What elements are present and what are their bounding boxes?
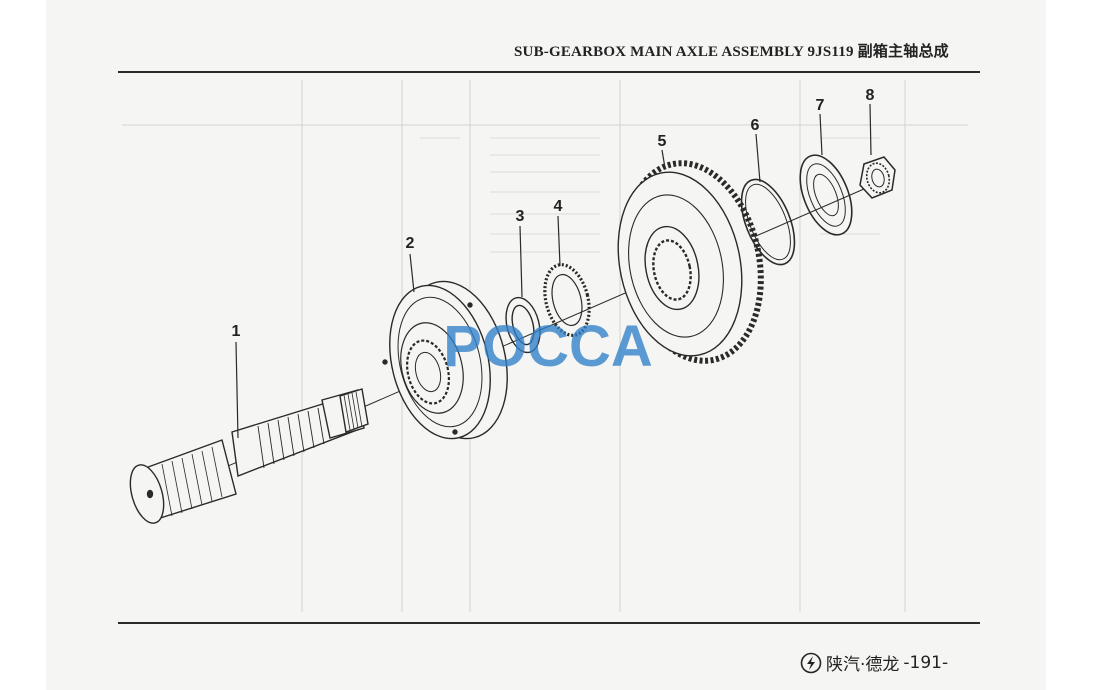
footer-rule xyxy=(118,622,980,624)
shaanxi-logo-icon xyxy=(800,652,822,673)
part-8-hex-nut xyxy=(859,156,896,199)
footer-brand: 陕汽·德龙 -191- xyxy=(800,650,948,675)
catalog-page: SUB-GEARBOX MAIN AXLE ASSEMBLY 9JS119 副箱… xyxy=(46,0,1046,690)
callout-2: 2 xyxy=(406,235,415,252)
watermark: POCCA xyxy=(443,314,652,379)
callout-leaders xyxy=(235,103,872,439)
header-rule xyxy=(118,71,980,73)
part-3-washer xyxy=(505,296,541,354)
page-title: SUB-GEARBOX MAIN AXLE ASSEMBLY 9JS119 副箱… xyxy=(514,44,949,60)
callout-7: 7 xyxy=(816,97,825,114)
part-4-gear-gasket xyxy=(543,263,591,337)
callout-4: 4 xyxy=(554,198,563,215)
callout-6: 6 xyxy=(751,117,760,134)
callout-8: 8 xyxy=(866,87,875,104)
part-6-snap-ring xyxy=(740,178,796,266)
page-number: -191- xyxy=(903,652,949,673)
faded-parts-table xyxy=(122,80,968,612)
callout-3: 3 xyxy=(516,208,525,225)
part-7-washer xyxy=(799,154,853,236)
part-1-main-axle xyxy=(129,388,369,524)
callout-5: 5 xyxy=(658,133,667,150)
callout-1: 1 xyxy=(232,323,241,340)
footer-brand-name: 陕汽·德龙 xyxy=(826,655,900,675)
part-2-synchronizer-assembly xyxy=(382,280,508,440)
